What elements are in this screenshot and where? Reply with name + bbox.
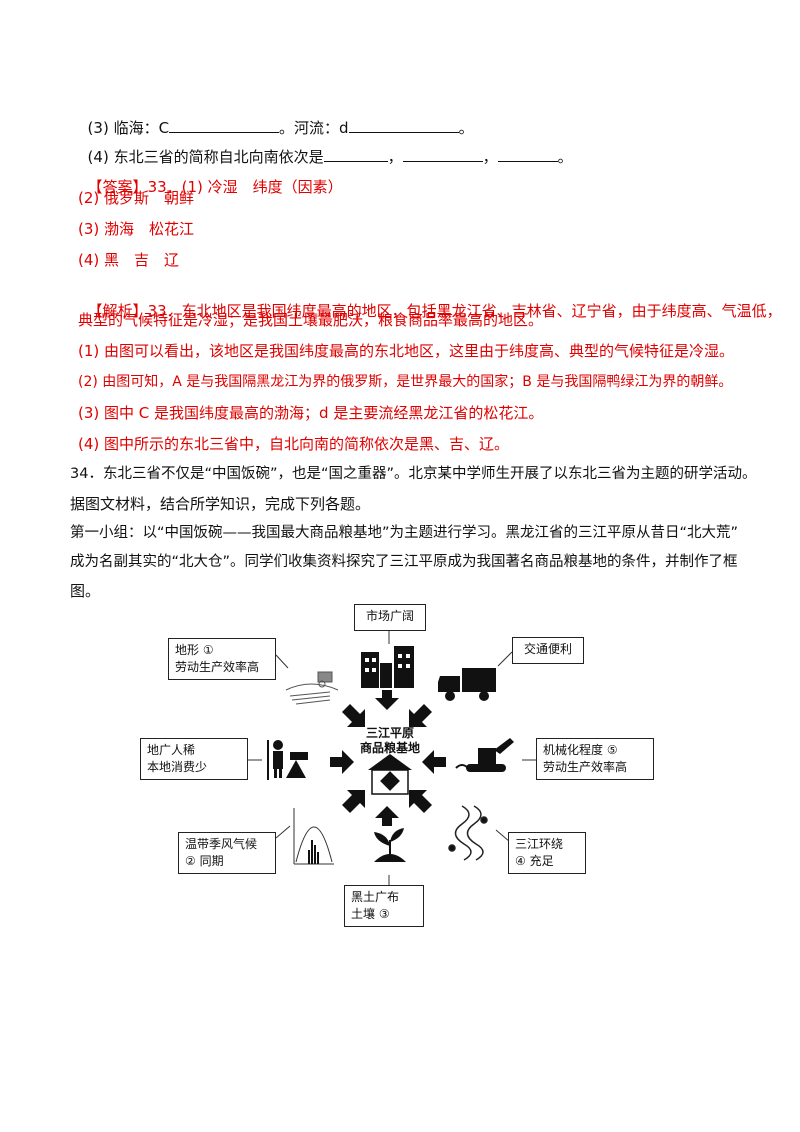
rivers-box: 三江环绕 ④ 充足 [508,832,586,874]
analysis-line1: 【解析】33．东北地区是我国纬度最高的地区，包括黑龙江省、吉林省、辽宁省，由于纬… [87,302,782,320]
terrain-box: 地形 ① 劳动生产效率高 [168,638,276,680]
granary-icon [368,754,412,795]
arrow-left [330,750,354,774]
answer-line3: (3) 渤海 松花江 [78,220,195,238]
sprout-icon [374,828,406,862]
analysis-line5: (3) 图中 C 是我国纬度最高的渤海；d 是主要流经黑龙江省的松花江。 [78,404,544,422]
answer-line4: (4) 黑 吉 辽 [78,251,180,269]
river-icon [448,805,488,861]
q33-line4: (4) 东北三省的简称自北向南依次是，，。 [87,148,573,166]
arrow-top [375,690,399,710]
analysis-line3: (1) 由图可以看出，该地区是我国纬度最高的东北地区，这里由于纬度高、典型的气候… [78,342,735,360]
market-box: 市场广阔 [354,604,426,631]
q34-line3: 第一小组：以“中国饭碗——我国最大商品粮基地”为主题进行学习。黑龙江省的三江平原… [70,525,739,541]
transport-box: 交通便利 [512,637,584,664]
q34-line2: 据图文材料，结合所学知识，完成下列各题。 [70,495,371,513]
soil-box: 黑土广布 土壤 ③ [344,885,424,927]
q33-line3: (3) 临海：C。河流：d。 [87,119,474,137]
q34-line4: 成为名副其实的“北大仓”。同学们收集资料探究了三江平原成为我国著名商品粮基地的条… [70,554,738,570]
climate-box: 温带季风气候 ② 同期 [178,832,276,874]
center-caption: 三江平原 商品粮基地 [359,726,420,755]
analysis-line2: 典型的气候特征是冷湿；是我国土壤最肥沃，粮食商品率最高的地区。 [78,311,544,329]
answer-line1: 【答案】33．(1) 冷湿 纬度（因素） [87,178,343,196]
q34-line5: 图。 [70,582,101,600]
arrow-lower-left [342,790,365,813]
farmer-icon [267,740,308,780]
analysis-tag: 【解析】 [87,302,148,320]
climate-chart-icon [293,808,334,865]
land-population-box: 地广人稀 本地消费少 [140,738,248,780]
arrow-upper-right [409,704,432,727]
answer-tag: 【答案】 [87,178,148,196]
arrow-upper-left [342,704,365,727]
buildings-icon [361,646,414,688]
truck-icon [438,668,496,701]
arrow-lower-right [409,790,432,813]
answer-line2: (2) 俄罗斯 朝鲜 [78,189,195,207]
analysis-line6: (4) 图中所示的东北三省中，自北向南的简称依次是黑、吉、辽。 [78,435,510,453]
excavator-icon [455,738,514,772]
mechanization-box: 机械化程度 ⑤ 劳动生产效率高 [536,738,654,780]
analysis-line4: (2) 由图可知，A 是与我国隔黑龙江为界的俄罗斯，是世界最大的国家；B 是与我… [78,374,733,390]
arrow-bottom [375,806,399,826]
arrow-right [422,750,446,774]
farmland-icon [285,671,339,705]
q34-line1: 34．东北三省不仅是“中国饭碗”，也是“国之重器”。北京某中学师生开展了以东北三… [70,466,757,482]
